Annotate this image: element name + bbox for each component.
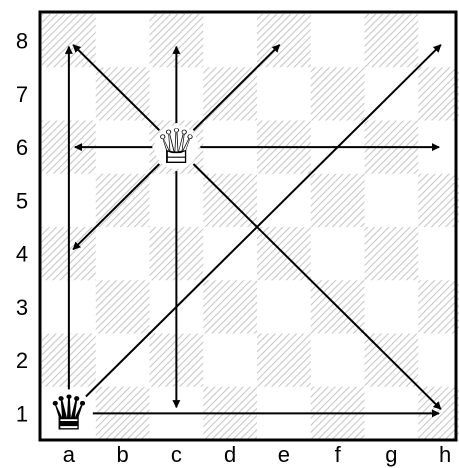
white-queen-icon: ♕ [155, 119, 198, 175]
file-label-g: g [385, 442, 397, 467]
board-squares [42, 14, 459, 441]
white-queen-c6-backdrop [154, 125, 199, 170]
arrow-a1-h8 [85, 44, 442, 398]
square-g5 [364, 173, 419, 228]
move-arrows [64, 44, 442, 418]
file-label-f: f [335, 442, 342, 467]
rank-label-1: 1 [16, 401, 28, 426]
square-h7 [418, 67, 459, 121]
square-h8 [418, 14, 459, 68]
square-e2 [257, 333, 312, 388]
square-f7 [310, 67, 365, 121]
square-f2 [310, 333, 365, 388]
rank-label-4: 4 [16, 242, 28, 267]
square-e3 [257, 280, 312, 334]
square-d2 [203, 333, 258, 388]
arrow-c6-a4 [72, 163, 161, 251]
square-h3 [418, 280, 459, 334]
square-b3 [95, 280, 150, 334]
square-d8 [203, 14, 258, 68]
pieces: ♕♛ [46, 119, 199, 441]
black-queen-icon: ♛ [47, 385, 90, 441]
file-label-e: e [278, 442, 290, 467]
rank-label-5: 5 [16, 188, 28, 213]
square-g4 [364, 227, 419, 281]
square-g8 [364, 14, 419, 68]
arrow-c6-h1 [192, 163, 442, 410]
file-label-a: a [63, 442, 76, 467]
arrow-c6-e8 [192, 44, 281, 131]
rank-label-7: 7 [16, 82, 28, 107]
square-b4 [95, 227, 150, 281]
arrow-c6-a8 [72, 44, 161, 131]
square-h5 [418, 173, 459, 228]
file-label-h: h [439, 442, 451, 467]
file-label-b: b [117, 442, 129, 467]
square-g3 [364, 280, 419, 334]
file-label-c: c [171, 442, 182, 467]
file-label-d: d [224, 442, 236, 467]
rank-label-2: 2 [16, 348, 28, 373]
board-frame [38, 10, 458, 442]
square-f4 [310, 227, 365, 281]
square-h4 [418, 227, 459, 281]
square-f8 [310, 14, 365, 68]
square-f5 [310, 173, 365, 228]
rank-label-6: 6 [16, 135, 28, 160]
rank-label-8: 8 [16, 29, 28, 54]
square-h2 [418, 333, 459, 388]
file-labels: a b c d e f g h [63, 442, 452, 467]
rank-label-3: 3 [16, 295, 28, 320]
rank-labels: 8 7 6 5 4 3 2 1 [16, 29, 28, 427]
square-e7 [257, 67, 312, 121]
black-queen-a1-backdrop [46, 391, 91, 436]
square-d3 [203, 280, 258, 334]
square-b8 [95, 14, 150, 68]
